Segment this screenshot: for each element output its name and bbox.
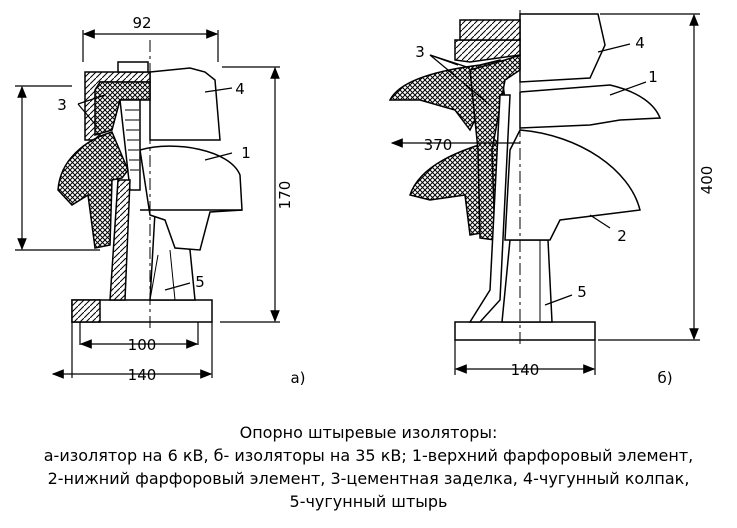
dims-b [390, 13, 700, 375]
dim-label-170: 170 [276, 181, 294, 210]
figure-a [57, 40, 243, 330]
callout-1a: 1 [241, 144, 251, 162]
callout-5b: 5 [577, 283, 587, 301]
dims-a [15, 29, 280, 379]
callout-1b: 1 [648, 68, 658, 86]
dim-label-370: 370 [424, 136, 453, 154]
porcelain-upper-b [519, 84, 662, 129]
dim-label-140b: 140 [511, 361, 540, 379]
callout-4a: 4 [235, 80, 245, 98]
base-plate-b [454, 321, 596, 341]
cap-b [519, 13, 606, 83]
callout-3b: 3 [415, 43, 425, 61]
figure-caption: Опорно штыревые изоляторы: а-изолятор на… [0, 421, 737, 513]
dim-label-400: 400 [698, 166, 716, 195]
caption-line-3: 2-нижний фарфоровый элемент, 3-цементная… [47, 469, 690, 488]
callout-2b: 2 [617, 227, 627, 245]
porcelain-lower-b [504, 129, 641, 241]
cement-a [94, 81, 151, 137]
callout-3a: 3 [57, 96, 67, 114]
shed-lower-b [409, 139, 501, 236]
callout-4b: 4 [635, 34, 645, 52]
cap-a [149, 67, 221, 141]
figure-a-label: а) [290, 369, 305, 387]
figure-b-label: б) [657, 369, 672, 387]
dim-label-100: 100 [128, 336, 157, 354]
caption-line-2: а-изолятор на 6 кВ, б- изоляторы на 35 к… [43, 446, 694, 465]
shed-a [57, 131, 129, 249]
callout-5a: 5 [195, 273, 205, 291]
pin-b [501, 239, 553, 323]
figure-b [388, 10, 662, 345]
porcelain-element-a [139, 145, 243, 251]
dim-label-140a: 140 [128, 366, 157, 384]
caption-line-1: Опорно штыревые изоляторы: [239, 423, 498, 442]
caption-line-4: 5-чугунный штырь [289, 492, 448, 511]
dim-label-92: 92 [132, 14, 151, 32]
